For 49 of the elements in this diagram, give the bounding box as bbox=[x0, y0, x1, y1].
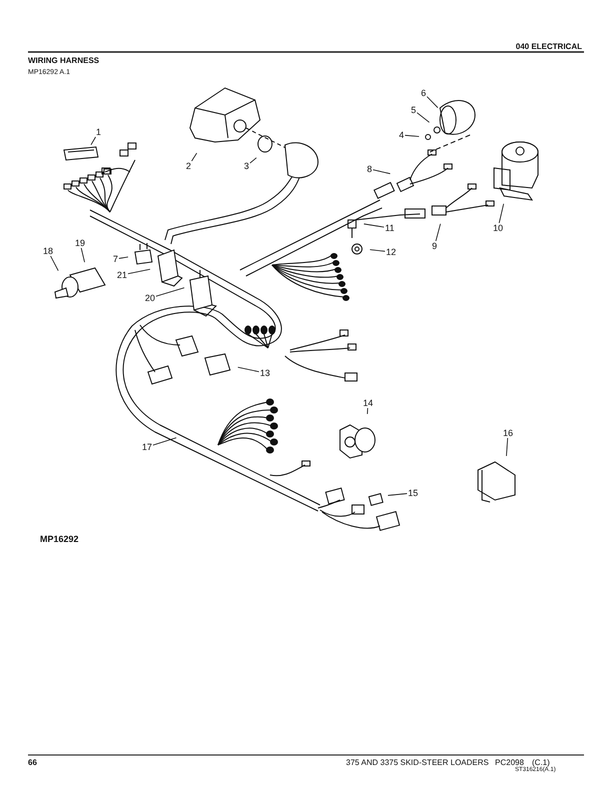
callout-number: 20 bbox=[144, 293, 156, 303]
callout-number: 10 bbox=[492, 223, 504, 233]
leader-line bbox=[364, 224, 384, 228]
leader-line bbox=[156, 287, 185, 297]
leader-line bbox=[237, 366, 260, 372]
callout-number: 2 bbox=[185, 161, 192, 171]
callout-number: 13 bbox=[259, 368, 272, 378]
callout-number: 4 bbox=[398, 130, 406, 140]
leader-line bbox=[118, 256, 128, 259]
leader-line bbox=[128, 268, 151, 274]
revision-code: (C.1) bbox=[532, 758, 550, 767]
leader-line bbox=[250, 157, 257, 164]
section-heading: 040 ELECTRICAL bbox=[516, 42, 582, 51]
leader-line bbox=[366, 408, 368, 414]
page-title: WIRING HARNESS bbox=[28, 56, 100, 65]
leader-line bbox=[388, 493, 408, 496]
leader-line bbox=[498, 203, 504, 224]
page-number: 66 bbox=[28, 758, 37, 767]
callout-number: 21 bbox=[116, 270, 128, 280]
leader-line bbox=[152, 437, 177, 446]
leader-line bbox=[372, 169, 391, 174]
callout-number: 8 bbox=[366, 164, 374, 174]
publication-number: PC2098 bbox=[495, 758, 524, 767]
callout-number: 11 bbox=[384, 223, 396, 233]
callout-number: 18 bbox=[42, 246, 54, 256]
callout-number: 17 bbox=[141, 442, 154, 452]
callout-number: 9 bbox=[431, 241, 438, 251]
publication-title: 375 AND 3375 SKID-STEER LOADERS bbox=[346, 758, 489, 767]
callout-number: 15 bbox=[407, 488, 420, 498]
leader-line bbox=[426, 96, 438, 108]
leader-line bbox=[404, 134, 420, 137]
figure-number: MP16292 bbox=[40, 534, 79, 544]
leader-line bbox=[506, 438, 508, 456]
callout-number: 19 bbox=[74, 238, 86, 248]
callout-number: 5 bbox=[410, 105, 418, 115]
callout-number: 16 bbox=[502, 428, 514, 438]
leader-line bbox=[370, 249, 386, 252]
leader-line bbox=[416, 112, 430, 123]
leader-line bbox=[50, 256, 59, 272]
callout-number: 14 bbox=[362, 398, 374, 408]
callout-number: 1 bbox=[95, 127, 102, 137]
callout-number: 6 bbox=[420, 88, 428, 98]
callout-number: 7 bbox=[112, 254, 120, 264]
callout-number: 3 bbox=[243, 161, 250, 171]
leader-line bbox=[80, 248, 85, 263]
leader-line bbox=[435, 223, 441, 242]
leader-line bbox=[90, 136, 96, 146]
callout-number: 12 bbox=[385, 247, 398, 257]
leader-line bbox=[191, 152, 198, 162]
